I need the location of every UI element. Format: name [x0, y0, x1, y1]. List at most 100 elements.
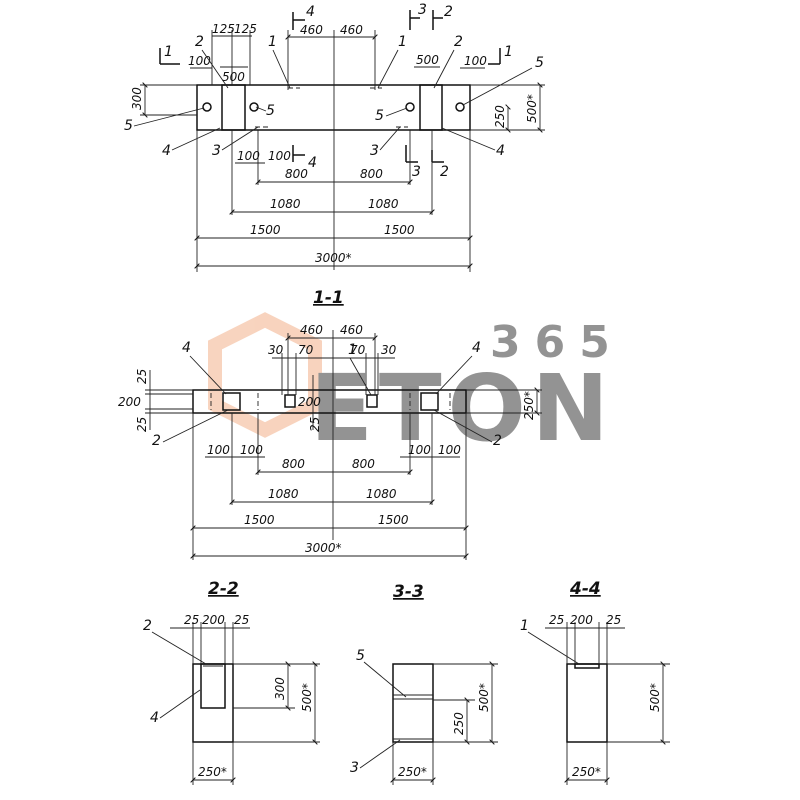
dimension-label: 1	[164, 44, 173, 60]
dim-200-side-s11: 200	[118, 395, 141, 409]
dimension-label: 2	[440, 164, 449, 180]
plan-section-mark-4-top: 4	[292, 4, 315, 30]
section-2-2-title: 2-2	[208, 579, 239, 599]
section-4-4: 4-4 25 200 25 500* 250* 1	[520, 579, 670, 785]
plan-side-dimensions: 300 500* 250	[130, 82, 545, 133]
dim-1080-plan-left: 1080	[270, 197, 301, 211]
dimension-label: 1	[504, 44, 513, 60]
callout-2-right-s11: 2	[493, 433, 502, 449]
plan-callouts: 1 1 2 2 3 3 4 4 5 5 5 5	[124, 34, 544, 159]
dim-500-plan-side: 500*	[525, 94, 539, 123]
dim-1500-plan-left: 1500	[250, 223, 281, 237]
dim-200-s22: 200	[202, 613, 225, 627]
dim-250-s11: 250*	[522, 391, 536, 420]
dim-100-right-top: 100	[464, 54, 487, 68]
plan-section-mark-1-right: 1	[488, 44, 513, 65]
plan-right-hole-inner	[405, 102, 415, 112]
dim-200-s44: 200	[570, 613, 593, 627]
watermark: 365 ETON	[208, 312, 615, 462]
dim-125-right: 125	[234, 22, 257, 36]
dim-1080-s11-right: 1080	[366, 487, 397, 501]
dim-125-left: 125	[212, 22, 235, 36]
section-1-1-left-slot	[284, 394, 296, 408]
dim-1080-s11-left: 1080	[268, 487, 299, 501]
dim-250-s33: 250*	[398, 765, 427, 779]
dim-70-right-s11: 70	[350, 343, 366, 357]
section-1-1-left-socket	[222, 392, 241, 411]
dim-1080-plan-right: 1080	[368, 197, 399, 211]
dim-300-s22: 300	[273, 677, 287, 700]
callout-1-s44: 1	[520, 618, 529, 634]
dim-800-plan-right: 800	[360, 167, 383, 181]
callout-2-left: 2	[195, 34, 204, 50]
dim-500-s33: 500*	[477, 683, 491, 712]
section-1-1-callouts: 4 4 1 2 2	[152, 340, 502, 449]
callout-5-left: 5	[266, 103, 275, 119]
section-3-3-title: 3-3	[393, 582, 424, 602]
dim-100-s11-d: 100	[438, 443, 461, 457]
dim-30-right-s11: 30	[381, 343, 397, 357]
section-4-4-outline	[566, 663, 608, 743]
plan-left-socket	[221, 84, 246, 131]
plan-section-mark-1-left: 1	[159, 44, 180, 65]
dimension-label: 4	[308, 155, 317, 171]
section-2-2-outline	[192, 663, 234, 743]
dim-30-left-s11: 30	[268, 343, 284, 357]
section-1-1-top-dimensions: 460 460 30 70 70 30	[268, 323, 397, 395]
section-4-4-title: 4-4	[569, 579, 601, 599]
section-1-1-right-slot	[366, 394, 378, 408]
dim-800-s11-right: 800	[352, 457, 375, 471]
watermark-hexagon-logo	[208, 312, 322, 438]
dim-100-plan-b: 100	[268, 149, 291, 163]
section-2-2: 2-2 25 200 25 300 500* 250* 2 4	[143, 579, 320, 785]
dim-100-s11-b: 100	[240, 443, 263, 457]
watermark-brand: ETON	[310, 355, 615, 462]
plan-left-loop-hole	[202, 102, 212, 112]
section-1-1-side-dimensions: 25 200 25 250* 200 25	[118, 369, 542, 432]
plan-section-mark-2-top: 2	[432, 4, 453, 30]
plan-section-mark-4-bottom: 4	[292, 145, 317, 171]
callout-5-right: 5	[375, 108, 384, 124]
dim-3000-s11: 3000*	[305, 541, 342, 555]
callout-5-far-left: 5	[124, 118, 133, 134]
dim-300-plan: 300	[130, 87, 144, 110]
section-2-2-socket	[200, 663, 226, 709]
dim-460-right: 460	[340, 23, 363, 37]
callout-5-s33: 5	[356, 648, 365, 664]
dim-500-s44: 500*	[648, 683, 662, 712]
dim-250-s44: 250*	[572, 765, 601, 779]
plan-left-hole-inner	[249, 102, 259, 112]
dim-250-side-s33: 250	[452, 712, 466, 735]
dim-1500-s11-right: 1500	[378, 513, 409, 527]
callout-4-left-s11: 4	[182, 340, 191, 356]
dim-500-right-top: 500	[416, 53, 439, 67]
plan-right-socket	[419, 84, 443, 131]
dim-200-inner-s11: 200	[298, 395, 321, 409]
dim-250-plan-side: 250	[493, 105, 507, 128]
plan-bottom-dimensions: 100 100 800 800 1080 1080 1500 1500 3000…	[194, 130, 473, 272]
dim-800-plan-left: 800	[285, 167, 308, 181]
callout-1-s11: 1	[348, 342, 357, 358]
dim-1500-plan-right: 1500	[384, 223, 415, 237]
dim-25-left-s44: 25	[549, 613, 564, 627]
dim-460-left: 460	[300, 23, 323, 37]
plan-section-mark-3-bottom: 3	[405, 145, 421, 180]
plan-view: 1 1 4 3 2 4 3	[124, 2, 545, 272]
callout-4-right-s11: 4	[472, 340, 481, 356]
section-1-1-right-socket	[420, 392, 439, 411]
plan-right-loop-hole	[455, 102, 465, 112]
dim-100-plan-a: 100	[237, 149, 260, 163]
callout-4-right: 4	[496, 143, 505, 159]
dim-3000-plan: 3000*	[315, 251, 352, 265]
section-1-1-beam-outline	[192, 389, 467, 414]
dim-25-bottom-s11: 25	[135, 417, 149, 432]
section-3-3: 3-3 250 500* 250* 5 3	[350, 582, 498, 785]
dim-100-s11-c: 100	[408, 443, 431, 457]
callout-2-s22: 2	[143, 618, 152, 634]
dim-250-s22: 250*	[198, 765, 227, 779]
dim-70-left-s11: 70	[298, 343, 314, 357]
callout-3-left: 3	[212, 143, 221, 159]
callout-4-s22: 4	[150, 710, 159, 726]
callout-3-right: 3	[370, 143, 379, 159]
